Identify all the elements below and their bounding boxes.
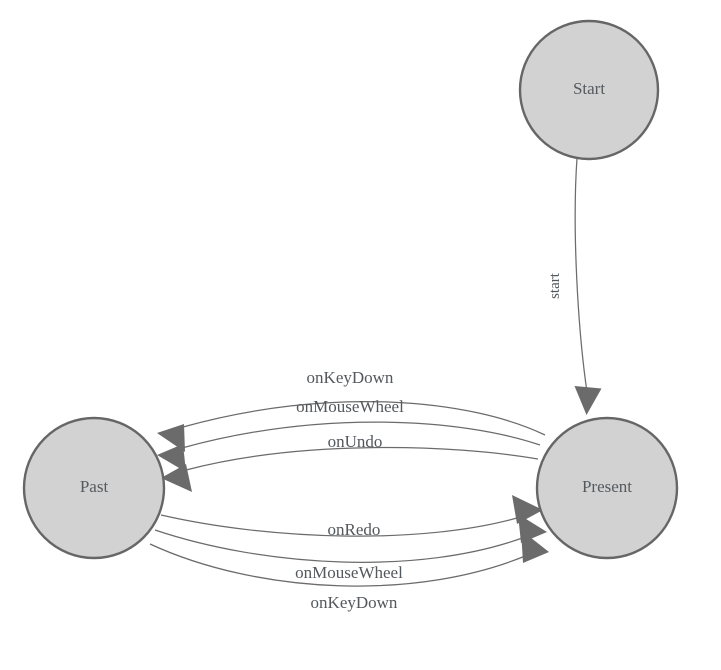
edge-label-past-present-3: onKeyDown [311,593,398,612]
edge-path-past-present-3 [149,543,531,587]
edge-label-start: start [547,272,563,299]
edge-path-present-past-3 [185,446,539,471]
node-start-circle [518,19,660,161]
node-present-circle [535,416,679,560]
arrowhead-present-past-2 [157,444,186,472]
edge-present-to-past-onmousewheel[interactable]: onMouseWheel [157,397,541,472]
edge-label-present-past-2: onMouseWheel [296,397,404,416]
edge-path-present-past-2 [181,421,541,449]
edge-label-present-past-3: onUndo [328,432,383,451]
node-start-label: Start [573,79,605,98]
edge-path-present-past-1 [182,401,546,436]
edge-present-to-past-onkeydown[interactable]: onKeyDown [157,368,546,452]
node-start[interactable]: Start [518,19,660,161]
edge-present-to-past-onundo[interactable]: onUndo [161,432,539,492]
node-past-circle [22,416,166,560]
edge-start-to-present[interactable]: start [547,157,602,415]
edge-path-past-present-1 [160,514,518,537]
edge-label-past-present-1: onRedo [328,520,381,539]
node-present[interactable]: Present [535,416,679,560]
edge-path-start-present [574,157,588,393]
node-past[interactable]: Past [22,416,166,560]
arrowhead-present-past-3 [161,464,192,492]
edge-label-past-present-2: onMouseWheel [295,563,403,582]
edge-label-present-past-1: onKeyDown [307,368,394,387]
arrowhead-present-past-1 [157,424,185,452]
arrowhead-start-present [574,386,602,415]
arrowhead-past-present-3 [521,530,549,563]
node-past-label: Past [80,477,109,496]
edge-past-to-present-onredo[interactable]: onRedo [160,495,543,539]
node-present-label: Present [582,477,632,496]
edge-path-past-present-2 [154,529,526,563]
edge-past-to-present-onkeydown[interactable]: onKeyDown [149,530,549,612]
